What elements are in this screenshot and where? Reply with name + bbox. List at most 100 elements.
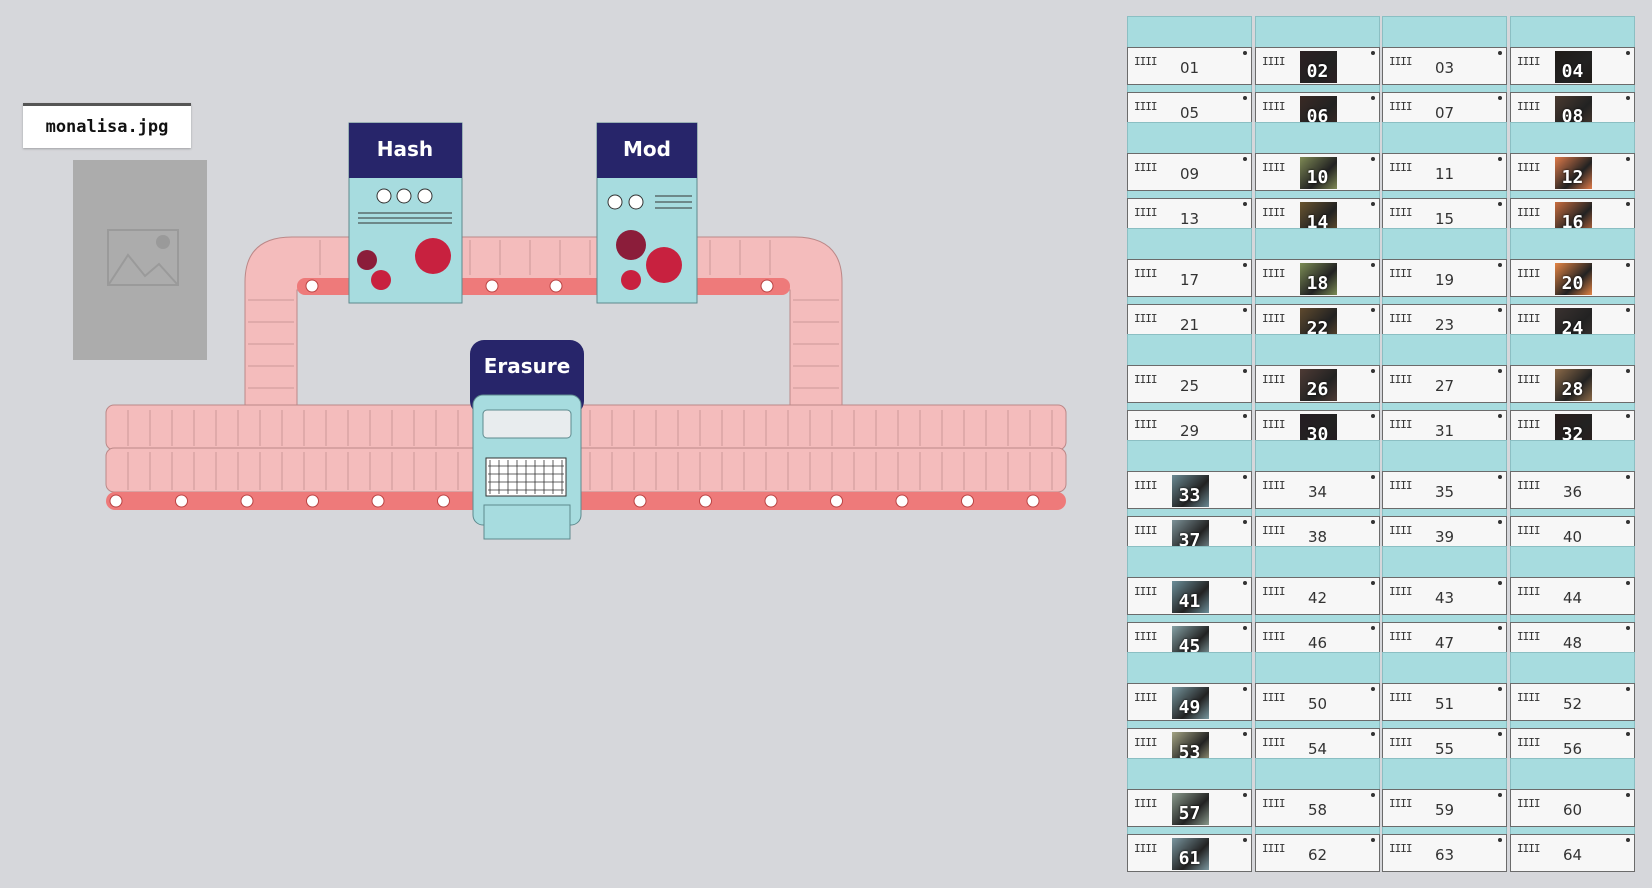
slot-number: 25 (1179, 377, 1200, 395)
slot-ticks: IIII (1134, 267, 1157, 280)
slot-led-icon (1498, 581, 1502, 585)
slot-ticks: IIII (1517, 479, 1540, 492)
slot-led-icon (1626, 838, 1630, 842)
slot-ticks: IIII (1262, 55, 1285, 68)
slot-number: 53 (1178, 742, 1201, 763)
slot-led-icon (1371, 51, 1375, 55)
slot-number: 33 (1178, 485, 1201, 506)
slot-number: 36 (1562, 483, 1583, 501)
drive-slot[interactable]: IIII 17 (1127, 259, 1252, 297)
slot-ticks: IIII (1517, 267, 1540, 280)
slot-led-icon (1498, 263, 1502, 267)
slot-number: 05 (1179, 104, 1200, 122)
slot-led-icon (1243, 263, 1247, 267)
slot-led-icon (1371, 687, 1375, 691)
image-fragment-thumbnail (1300, 157, 1337, 189)
slot-ticks: IIII (1262, 161, 1285, 174)
slot-number: 17 (1179, 271, 1200, 289)
slot-led-icon (1498, 414, 1502, 418)
slot-led-icon (1626, 51, 1630, 55)
slot-ticks: IIII (1262, 736, 1285, 749)
image-fragment-thumbnail (1300, 263, 1337, 295)
slot-led-icon (1243, 414, 1247, 418)
slot-ticks: IIII (1517, 585, 1540, 598)
slot-number: 28 (1561, 379, 1584, 400)
slot-number: 61 (1178, 848, 1201, 869)
drive-slot[interactable]: IIII 36 (1510, 471, 1635, 509)
slot-ticks: IIII (1389, 842, 1412, 855)
slot-number: 32 (1561, 424, 1584, 445)
slot-number: 03 (1434, 59, 1455, 77)
slot-number: 47 (1434, 634, 1455, 652)
slot-number: 34 (1307, 483, 1328, 501)
slot-led-icon (1243, 838, 1247, 842)
image-fragment-thumbnail (1300, 369, 1337, 401)
slot-ticks: IIII (1134, 585, 1157, 598)
slot-led-icon (1371, 202, 1375, 206)
slot-led-icon (1371, 626, 1375, 630)
slot-ticks: IIII (1517, 312, 1540, 325)
slot-number: 02 (1306, 61, 1329, 82)
gear-icon (621, 270, 641, 290)
image-fragment-thumbnail (1172, 838, 1209, 870)
slot-number: 62 (1307, 846, 1328, 864)
slot-number: 55 (1434, 740, 1455, 758)
slot-number: 01 (1179, 59, 1200, 77)
hash-title: Hash (377, 137, 433, 161)
image-fragment-thumbnail (1555, 51, 1592, 83)
slot-number: 30 (1306, 424, 1329, 445)
slot-number: 56 (1562, 740, 1583, 758)
slot-led-icon (1498, 475, 1502, 479)
gear-icon (616, 230, 646, 260)
slot-number: 35 (1434, 483, 1455, 501)
slot-ticks: IIII (1134, 55, 1157, 68)
slot-led-icon (1626, 520, 1630, 524)
lower-conveyor (105, 404, 1067, 510)
slot-ticks: IIII (1262, 373, 1285, 386)
roller (549, 279, 563, 293)
slot-ticks: IIII (1389, 797, 1412, 810)
slot-ticks: IIII (1134, 161, 1157, 174)
drive-slot[interactable]: IIII 01 (1127, 47, 1252, 85)
slot-led-icon (1498, 687, 1502, 691)
drive-slot[interactable]: IIII 02 (1255, 47, 1380, 85)
slot-ticks: IIII (1262, 206, 1285, 219)
roller (240, 494, 254, 508)
slot-led-icon (1243, 793, 1247, 797)
slot-led-icon (1626, 581, 1630, 585)
slot-ticks: IIII (1262, 630, 1285, 643)
slot-number: 16 (1561, 212, 1584, 233)
